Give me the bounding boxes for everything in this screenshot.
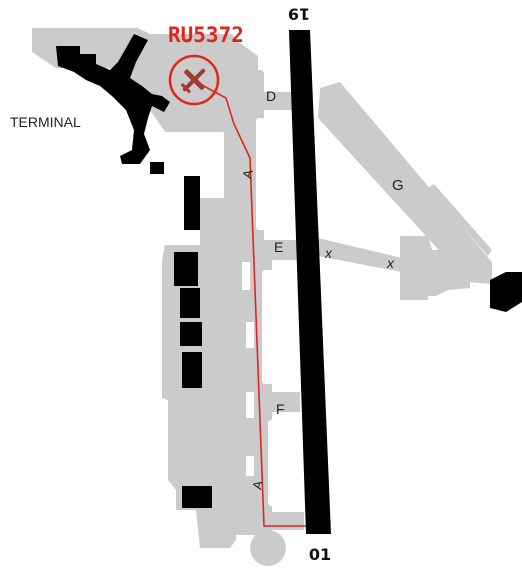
grass-strip-middle bbox=[262, 270, 294, 384]
grass-west-2 bbox=[246, 322, 254, 348]
grass-west-1 bbox=[242, 262, 250, 290]
buildings-layer bbox=[56, 34, 522, 508]
runway-19-label: 19 bbox=[288, 5, 310, 24]
taxi-route bbox=[199, 83, 306, 527]
connector-d bbox=[255, 92, 295, 110]
taxiway-e-label: E bbox=[274, 239, 283, 255]
runway bbox=[289, 30, 331, 534]
grass-west-3 bbox=[246, 392, 254, 418]
hangar-6 bbox=[182, 486, 212, 508]
pavement-layer bbox=[32, 28, 492, 566]
apron-west-lower bbox=[162, 245, 236, 548]
hangar-2 bbox=[174, 252, 198, 286]
aircraft-callsign: RU5372 bbox=[168, 23, 244, 47]
hangar-3 bbox=[180, 288, 200, 318]
taxiway-a-upper-label: A bbox=[239, 168, 256, 180]
hangar-5 bbox=[182, 352, 202, 388]
turn-pad-south-west bbox=[200, 512, 228, 540]
grass-strip-lower bbox=[268, 420, 298, 506]
taxiway-x-left-label: x bbox=[324, 245, 333, 261]
taxiway-f-label: F bbox=[276, 401, 285, 417]
connector-e bbox=[262, 240, 298, 260]
terminal-annex bbox=[150, 162, 164, 174]
taxiway-x-right-label: x bbox=[386, 255, 395, 271]
hangar-1 bbox=[184, 176, 200, 230]
taxiway-g bbox=[318, 82, 492, 284]
turn-pad-south bbox=[250, 530, 286, 566]
grass-west-4 bbox=[246, 456, 254, 476]
grass-areas bbox=[242, 118, 298, 506]
aircraft-highlight-ring bbox=[168, 54, 220, 106]
aircraft-marker: RU5372 bbox=[168, 23, 244, 106]
terminal-label: TERMINAL bbox=[10, 114, 81, 130]
aircraft-icon bbox=[180, 68, 206, 94]
grass-strip-upper bbox=[256, 118, 286, 230]
hangar-4 bbox=[180, 322, 202, 346]
east-building bbox=[490, 272, 522, 312]
terminal-building bbox=[56, 34, 170, 164]
connector-f bbox=[264, 392, 300, 412]
taxiway-a-lower-label: A bbox=[249, 479, 266, 491]
taxiway-d-label: D bbox=[266, 88, 276, 104]
runway-01-label: 01 bbox=[309, 545, 331, 564]
taxiway-x bbox=[318, 238, 402, 272]
taxiway-g-label: G bbox=[392, 177, 404, 194]
taxiway-g-shoulder bbox=[428, 184, 492, 256]
connector-south bbox=[264, 512, 304, 530]
